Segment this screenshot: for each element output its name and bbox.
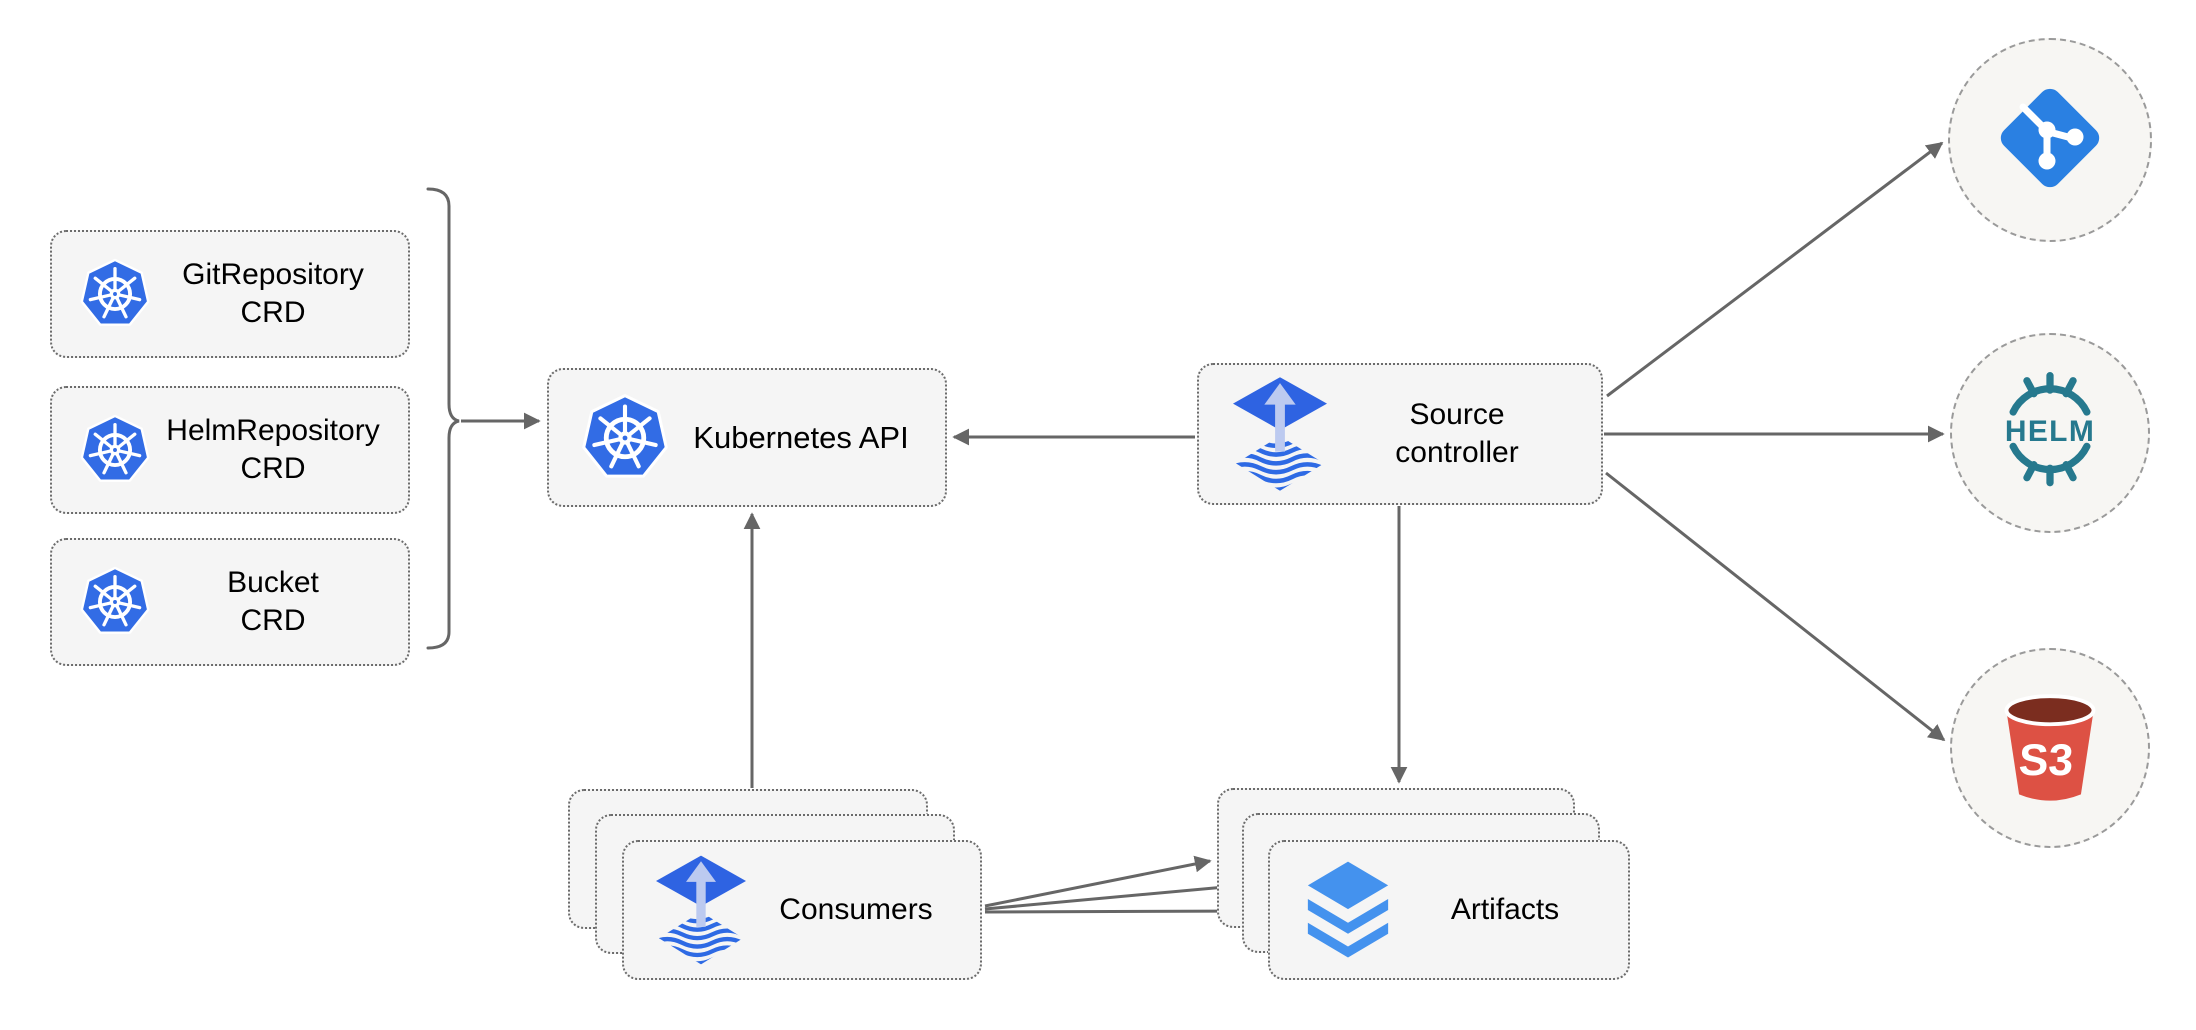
kubernetes-icon: [78, 413, 152, 487]
kubernetes-icon: [579, 392, 671, 484]
node-label: Kubernetes API: [693, 419, 909, 455]
node-consumers: Consumers: [622, 840, 982, 980]
layers-icon: [1300, 858, 1396, 962]
node-label: Artifacts: [1450, 892, 1560, 926]
circle-helm: HELM: [1950, 333, 2150, 533]
arrow-source-controller-to-s3: [1605, 471, 1946, 742]
arrow-consumers-to-artifacts-3: [984, 902, 1262, 920]
arrow-source-controller-to-git: [1606, 141, 1944, 398]
kubernetes-icon: [78, 257, 152, 331]
circle-s3: S3: [1950, 648, 2150, 848]
arrow-consumers-to-artifacts-2: [984, 879, 1238, 911]
circle-git: [1948, 38, 2152, 242]
helm-wordmark: HELM: [2005, 414, 2095, 447]
node-kubernetes-api: Kubernetes API: [547, 368, 947, 507]
flux-icon: [1233, 377, 1327, 491]
node-artifacts: Artifacts: [1268, 840, 1630, 980]
helm-icon: HELM: [1991, 371, 2109, 495]
arrow-consumers-to-artifacts-1: [984, 855, 1212, 908]
git-icon: [1990, 78, 2110, 203]
flux-icon: [656, 855, 746, 965]
s3-bucket-icon: S3: [1992, 686, 2108, 811]
node-label: Consumers: [779, 892, 933, 926]
kubernetes-icon: [78, 565, 152, 639]
crd-group-bracket: [426, 187, 460, 650]
s3-wordmark: S3: [2018, 736, 2075, 785]
